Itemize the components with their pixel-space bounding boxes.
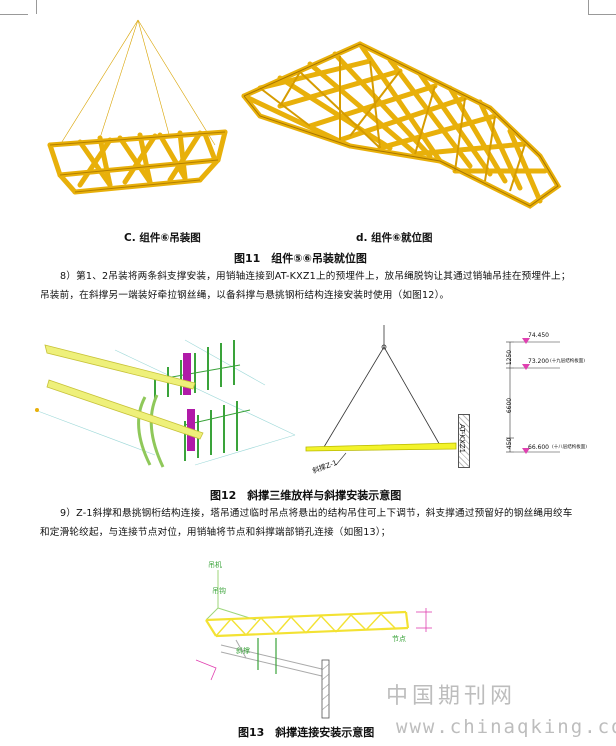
fig12-column bbox=[458, 414, 470, 468]
fig12-caption: 图12 斜撑三维放样与斜撑安装示意图 bbox=[210, 489, 402, 502]
paragraph-9-text: 9）Z-1斜撑和悬挑钢桁结构连接，塔吊通过临时吊点将悬出的结构吊住可上下调节，斜… bbox=[40, 508, 573, 538]
fig13-node-label: 节点 bbox=[392, 635, 406, 643]
fig11d-positioned-drawing bbox=[241, 41, 562, 209]
paragraph-9: 9）Z-1斜撑和悬挑钢桁结构连接，塔吊通过临时吊点将悬出的结构吊住可上下调节，斜… bbox=[40, 504, 580, 542]
watermark-url: www.chinaqking.com bbox=[396, 716, 616, 738]
fig12-3d-layout-drawing bbox=[34, 339, 296, 468]
fig12-brace-lifting-drawing bbox=[305, 325, 457, 466]
fig12-elev-upper: 73.200 bbox=[528, 358, 549, 365]
fig13-brace-connection-drawing bbox=[195, 570, 432, 719]
fig12-elev-upper-note: (十九层结构板面) bbox=[550, 359, 586, 364]
fig12-dim-6600: 6600 bbox=[506, 397, 514, 414]
fig12-elev-lower: 66.600 bbox=[528, 444, 549, 451]
fig12-dim-1250: 1250 bbox=[506, 349, 514, 366]
fig12-elev-lower-note: (十八层结构板面) bbox=[552, 445, 588, 450]
fig13-caption: 图13 斜撑连接安装示意图 bbox=[238, 726, 375, 739]
fig12-column-label: AT-KXZ1 bbox=[458, 424, 466, 454]
paragraph-8: 8）第1、2吊装将两条斜支撑安装，用销轴连接到AT-KXZ1上的预埋件上，放吊绳… bbox=[40, 267, 580, 305]
paragraph-8-text: 8）第1、2吊装将两条斜支撑安装，用销轴连接到AT-KXZ1上的预埋件上，放吊绳… bbox=[40, 271, 571, 301]
fig11d-caption: d. 组件⑥就位图 bbox=[356, 232, 433, 244]
watermark-site-name: 中国期刊网 bbox=[386, 684, 517, 709]
fig12-elev-top: 74.450 bbox=[528, 332, 549, 339]
page-corner-mark bbox=[0, 14, 28, 15]
page-corner-mark bbox=[588, 14, 616, 15]
fig13-crane-label: 吊机 bbox=[208, 561, 222, 569]
fig11c-lifting-drawing bbox=[47, 19, 228, 195]
page-corner-mark bbox=[28, 0, 37, 14]
fig11-caption: 图11 组件⑤⑥吊装就位图 bbox=[234, 252, 367, 265]
fig12-dim-450: 450 bbox=[506, 437, 514, 450]
fig12-elevation-lines bbox=[506, 338, 560, 454]
fig13-brace-label: 斜撑 bbox=[236, 647, 250, 655]
page-corner-mark bbox=[588, 0, 597, 14]
fig11c-caption: C. 组件⑥吊装图 bbox=[124, 232, 201, 244]
fig13-hook-label: 吊钩 bbox=[212, 587, 226, 595]
